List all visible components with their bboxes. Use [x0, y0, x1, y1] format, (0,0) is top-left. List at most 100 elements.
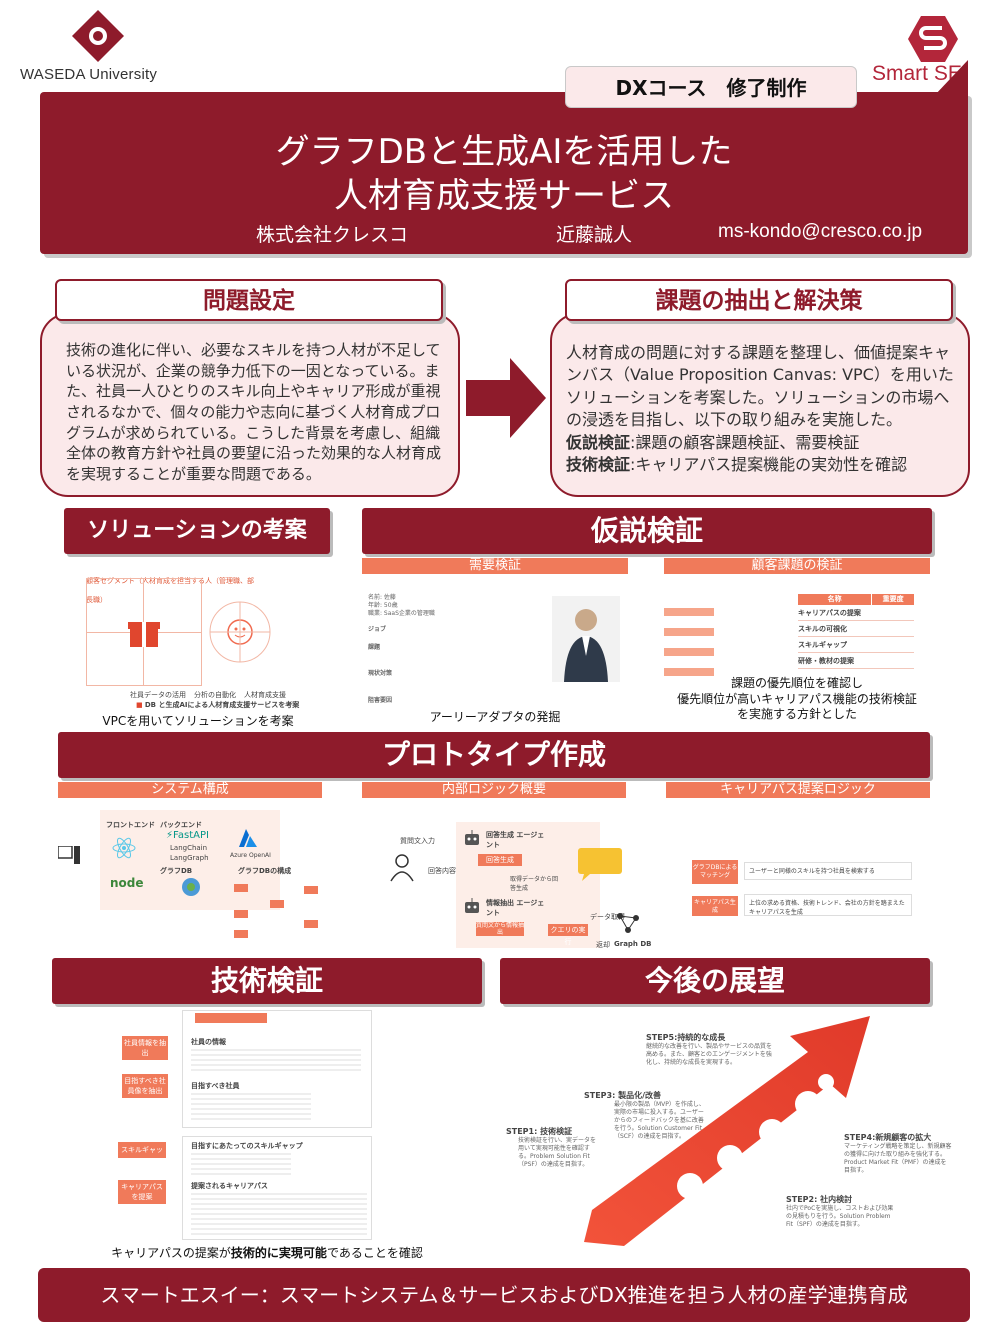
career-matching: グラフDBによるマッチング: [692, 860, 738, 884]
issue-caption-line: 課題の優先順位を確認し: [730, 676, 863, 690]
system-backend: バックエンド: [160, 821, 202, 829]
section-hypothesis: 仮説検証: [362, 508, 932, 554]
subbar-demand: 需要検証: [362, 558, 628, 574]
vpc-bottom-items: 社員データの活用 分析の自動化 人材育成支援: [130, 690, 290, 700]
system-graphdb: グラフDB: [160, 867, 193, 875]
issue-row: スキルの可視化: [798, 621, 914, 637]
logic-answer-agent: 回答生成 エージェント: [486, 831, 545, 849]
vpc-tagline: ■ DB と生成AIによる人材育成支援サービスを考案: [136, 701, 300, 709]
logic-from-data: 取得データから回答生成: [510, 876, 559, 892]
robot-icon: [465, 898, 479, 913]
azure-label: Azure OpenAI: [230, 852, 271, 859]
vpc-caption: VPCを用いてソリューションを考案: [102, 714, 294, 728]
right-arrow-icon: [466, 358, 546, 438]
future-step-title: STEP5:持続的な成長: [646, 1033, 726, 1042]
speech-bubble-icon: [578, 848, 622, 881]
solution-tech-text: :キャリアパス提案機能の実効性を確認: [630, 454, 908, 474]
gift-icon: [128, 622, 160, 647]
career-matching-desc: ユーザーと同様のスキルを持つ社員を検索する: [744, 862, 912, 880]
future-step-text: 継続的な改善を行い、製品やサービスの品質を高める。また、顧客とのエンゲージメント…: [646, 1043, 773, 1067]
tech-label: キャリアパスを提案: [118, 1180, 166, 1204]
vpc-item: 社員データの活用: [130, 691, 186, 699]
issue-caption-line: を実施する方針とした: [736, 707, 857, 722]
smartse-mark-icon: [908, 16, 958, 62]
logic-data-get: データ取得: [590, 913, 625, 921]
logic-input: 質問文入力: [400, 837, 435, 845]
subbar-logic: 内部ロジック概要: [362, 782, 626, 798]
logic-answer-content: 回答内容: [428, 867, 456, 875]
graph-struct-label: グラフDBの構成: [238, 867, 292, 875]
issue-caption: 課題の優先順位を確認し 優先順位が高いキャリアパス機能の技術検証 を実施する方針…: [654, 676, 940, 723]
issue-table: 名称 重要度 キャリアパスの提案 スキルの可視化 スキルギャップ 研修・教材の提…: [798, 594, 914, 669]
poster-title-line1: グラフDBと生成AIを活用した: [275, 132, 733, 172]
footer-banner: スマートエスイー：スマートシステム＆サービスおよびDX推進を担う人材の産学連携育…: [38, 1268, 970, 1322]
issue-card: [664, 608, 714, 616]
tech-screen-1: 社員の情報 目指すべき社員: [182, 1010, 372, 1128]
poster-title-line2: 人材育成支援サービス: [334, 176, 674, 216]
graph-node: [304, 886, 318, 894]
persona-spacer: [368, 679, 548, 697]
logic-return: 返却: [596, 941, 610, 949]
future-step-text: 社内でPoCを実施し、コストおよび効果の見積もりを行う。Solution Pro…: [786, 1205, 894, 1229]
author-company: 株式会社クレスコ: [256, 224, 409, 246]
future-step-title: STEP3: 製品化/改善: [584, 1091, 662, 1100]
neo4j-icon: [182, 878, 200, 896]
user-icon: [390, 854, 414, 882]
persona-spacer: [368, 634, 548, 644]
vpc-item: 分析の自動化: [194, 691, 236, 699]
system-frontend: フロントエンド: [106, 821, 155, 829]
node-label: node: [110, 876, 144, 890]
issue-table-header: 名称 重要度: [798, 594, 914, 605]
vpc-item: 人材育成支援: [244, 691, 286, 699]
future-step-title: STEP2: 社内検討: [786, 1195, 853, 1204]
langchain-label: LangChain: [170, 844, 208, 852]
graph-node: [234, 910, 248, 918]
problem-text: 技術の進化に伴い、必要なスキルを持つ人材が不足している状況が、企業の競争力低下の…: [66, 341, 442, 484]
persona-spacer: [368, 652, 548, 670]
course-tab: DXコース 修了制作: [565, 66, 857, 108]
future-step-text: マーケティング戦略を策定し、新規顧客の獲得に向けた取り組みを強化する。Produ…: [844, 1143, 952, 1175]
career-generate-desc: 上位の求める資格、技術トレンド、会社の方針を踏まえたキャリアパスを生成: [744, 894, 912, 916]
tech-heading: 社員の情報: [191, 1038, 226, 1046]
fastapi-label: ⚡FastAPI: [166, 830, 209, 841]
subbar-system: システム構成: [58, 782, 322, 798]
react-icon: [112, 837, 136, 859]
tech-text-lines: [191, 1093, 311, 1123]
graph-struct-diagram: [234, 880, 320, 942]
graph-node: [234, 930, 248, 938]
persona-line: 名前: 佐藤: [368, 594, 396, 601]
pc-icon: [58, 846, 80, 864]
vpc-square: [86, 578, 202, 686]
azure-icon: [239, 829, 257, 847]
subbar-issue: 顧客課題の検証: [664, 558, 930, 574]
section-future: 今後の展望: [500, 958, 930, 1004]
vpc-segment: 顧客セグメント（人材育成を担当する人（管理職、部長職）: [86, 577, 254, 604]
issue-row: キャリアパスの提案: [798, 605, 914, 621]
graph-db-icon: [617, 913, 639, 933]
issue-card: [664, 668, 714, 676]
tech-caption-pre: キャリアパスの提案が: [111, 1246, 231, 1260]
future-step5: STEP5:持続的な成長 継続的な改善を行い、製品やサービスの品質を高める。また…: [646, 1032, 776, 1067]
tech-label: スキルギャップ: [118, 1142, 166, 1170]
persona-line: ジョブ: [368, 626, 387, 634]
issue-col-importance: 重要度: [872, 594, 914, 605]
solution-hypo-line: 仮説検証:課題の顧客課題検証、需要検証: [566, 432, 960, 454]
logic-extract: 質問文から情報抽出: [476, 922, 525, 936]
title-block: [40, 92, 968, 254]
solution-hypo-text: :課題の顧客課題検証、需要検証: [630, 432, 860, 452]
persona-photo-icon: [552, 596, 620, 682]
tech-text-lines: [191, 1193, 367, 1237]
persona-line: 阻害要因: [368, 696, 393, 704]
future-step-title: STEP1: 技術検証: [506, 1127, 573, 1136]
waseda-logo: WASEDA University: [20, 8, 180, 88]
future-step2: STEP2: 社内検討 社内でPoCを実施し、コストおよび効果の見積もりを行う。…: [786, 1194, 898, 1229]
tech-chat-bubble: [195, 1013, 267, 1023]
issue-row: 研修・教材の提案: [798, 653, 914, 669]
tech-heading: 提案されるキャリアパス: [191, 1182, 268, 1190]
solution-label: 課題の抽出と解決策: [565, 279, 953, 321]
future-step-title: STEP4:新規顧客の拡大: [844, 1133, 932, 1142]
future-step1: STEP1: 技術検証 技術検証を行い、実データを用いて実現可能性を確認する。P…: [506, 1126, 598, 1169]
persona-line: 現状対策: [368, 670, 393, 678]
tech-caption-post: であることを確認: [326, 1246, 423, 1260]
author-email[interactable]: ms-kondo@cresco.co.jp: [718, 221, 923, 242]
